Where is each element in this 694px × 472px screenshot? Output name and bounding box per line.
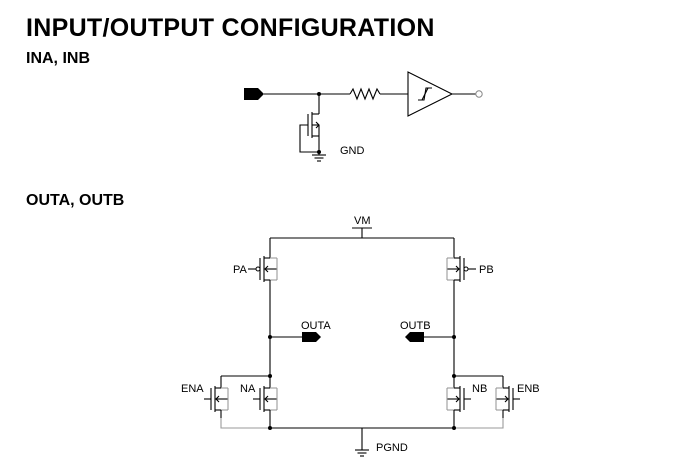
na-transistor-icon — [253, 376, 278, 428]
pgnd-rail — [220, 418, 504, 429]
pa-arrow — [264, 265, 269, 273]
pulldown-gate-tie — [299, 124, 319, 153]
pa-gate-bubble — [255, 266, 261, 272]
input-resistor-icon — [349, 87, 381, 101]
outb-label: OUTB — [400, 320, 431, 332]
na-label: NA — [240, 383, 256, 395]
nb-arrow — [455, 395, 460, 403]
pa-label: PA — [233, 264, 248, 276]
output-section-heading: OUTA, OUTB — [26, 192, 125, 209]
outb-pin-icon — [405, 332, 424, 342]
ena-arrow — [215, 395, 220, 403]
vm-label: VM — [354, 215, 371, 227]
ena-transistor-icon — [204, 376, 229, 418]
gnd-label: GND — [340, 145, 365, 157]
page-title: INPUT/OUTPUT CONFIGURATION — [26, 14, 435, 42]
output-circuit: VM PA — [181, 215, 540, 457]
nb-label: NB — [472, 383, 487, 395]
buffer-output-node-icon — [475, 90, 483, 98]
pb-gate-bubble — [463, 266, 469, 272]
outa-pin-icon — [302, 332, 321, 342]
enb-transistor-icon — [495, 376, 520, 418]
input-circuit: GND — [244, 71, 483, 162]
enb-label: ENB — [517, 383, 540, 395]
enb-arrow — [504, 395, 509, 403]
outa-label: OUTA — [301, 320, 331, 332]
hysteresis-symbol-2 — [421, 87, 429, 101]
pgnd-label: PGND — [376, 442, 408, 454]
ena-label: ENA — [181, 383, 204, 395]
input-pin-icon — [244, 88, 264, 100]
na-arrow — [264, 395, 269, 403]
input-section-heading: INA, INB — [26, 50, 90, 67]
schmitt-buffer-icon — [407, 71, 454, 117]
pb-label: PB — [479, 264, 494, 276]
nb-transistor-icon — [446, 376, 471, 428]
pa-transistor-icon — [248, 254, 278, 282]
pb-arrow — [455, 265, 460, 273]
pb-transistor-icon — [446, 254, 476, 282]
